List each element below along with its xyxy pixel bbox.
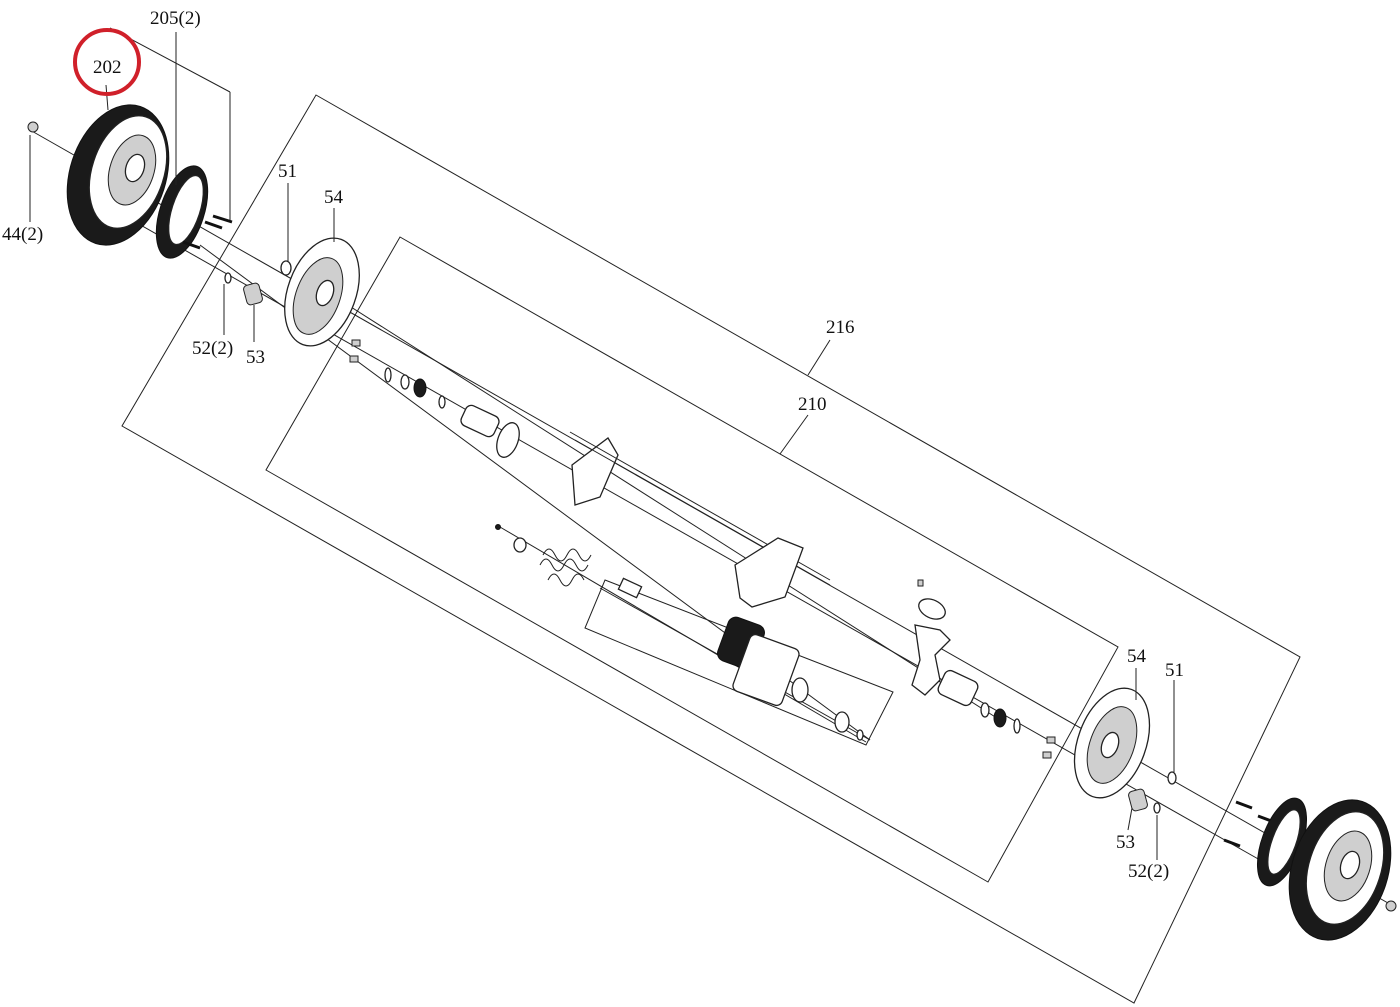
right-gear-cover (1073, 687, 1151, 799)
label-202: 202 (93, 57, 122, 78)
label-53-right: 53 (1116, 832, 1135, 853)
left-screws (182, 214, 233, 250)
assembly-box-210 (265, 236, 1119, 883)
left-pinion-53 (243, 282, 263, 306)
highlight-circle (73, 28, 141, 96)
right-clip-51 (1167, 771, 1177, 785)
left-gear-ring (155, 165, 209, 259)
label-51-left: 51 (278, 161, 297, 182)
label-216: 216 (826, 317, 855, 338)
right-pinion-53 (1128, 788, 1148, 812)
left-clip-51 (280, 260, 292, 276)
label-52-left: 52(2) (192, 338, 233, 359)
label-53-left: 53 (246, 347, 265, 368)
right-bracket (911, 579, 1056, 759)
left-washer-52 (224, 272, 232, 284)
left-nut-44 (27, 121, 39, 133)
right-washer-52 (1153, 802, 1161, 814)
right-nut-44 (1385, 900, 1397, 912)
right-axle-bracket (734, 537, 804, 608)
left-wheel (66, 104, 170, 246)
label-54-left: 54 (324, 187, 344, 208)
gearbox-motor (617, 577, 864, 741)
label-44: 44(2) (2, 224, 43, 245)
springs (495, 524, 592, 587)
right-gear-ring (1256, 797, 1308, 887)
label-210: 210 (798, 394, 827, 415)
label-52-right: 52(2) (1128, 861, 1169, 882)
left-bearing-stack (349, 339, 520, 458)
right-wheel (1288, 799, 1392, 941)
assembly-box-216 (121, 94, 1301, 1004)
label-51-right: 51 (1165, 660, 1184, 681)
label-54-right: 54 (1127, 646, 1147, 667)
left-gear-cover (284, 237, 360, 347)
label-205: 205(2) (150, 8, 201, 29)
